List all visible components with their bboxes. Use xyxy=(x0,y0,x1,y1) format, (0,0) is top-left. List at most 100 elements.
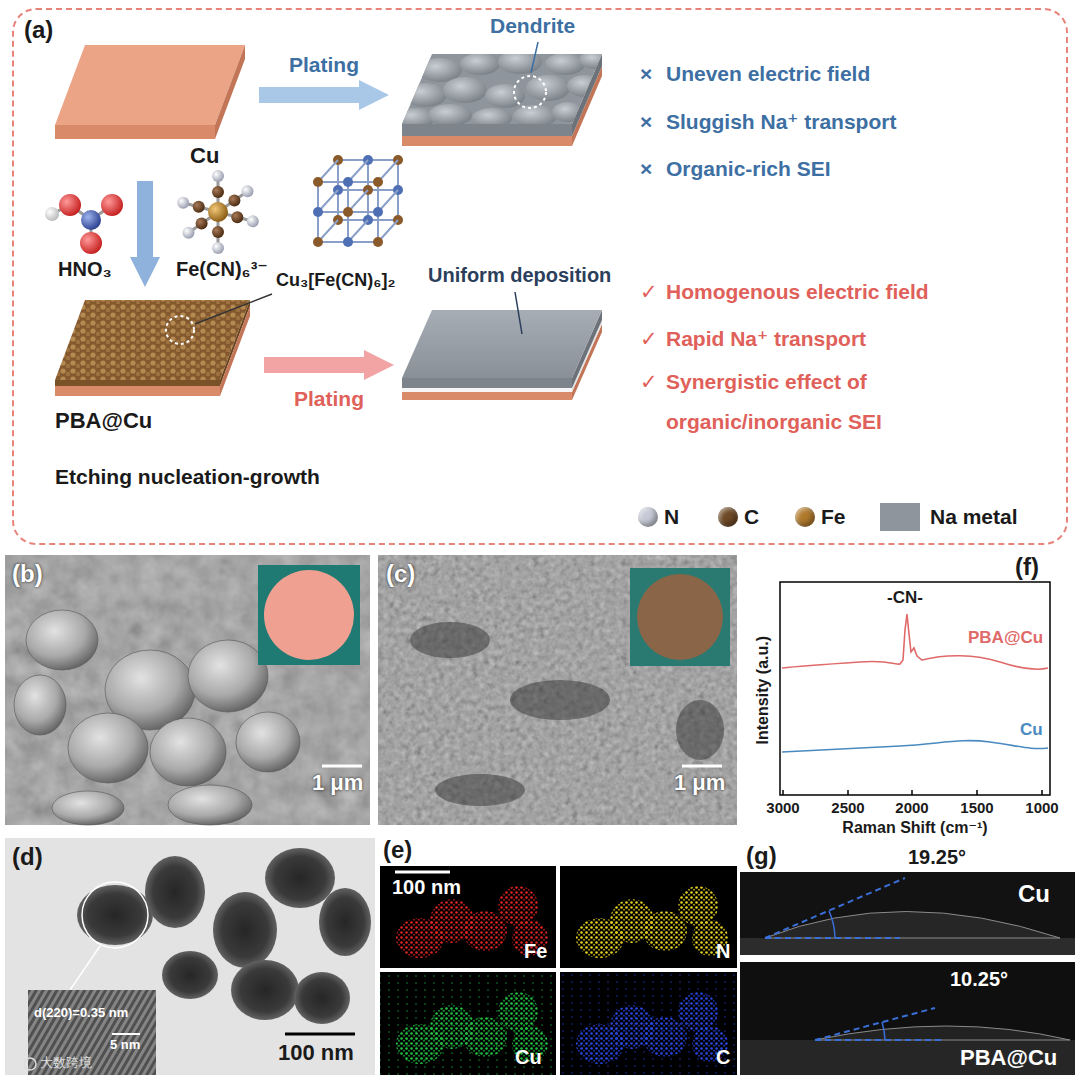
sem-image-cu xyxy=(52,791,124,825)
dendrite-foil-art xyxy=(472,108,512,128)
node-label: Dendrite xyxy=(490,14,575,38)
sodium-foil-art xyxy=(402,292,602,400)
panel-letter: (g) xyxy=(746,842,777,870)
dendrite-foil-art xyxy=(513,105,557,127)
ferricyanide-molecule xyxy=(212,186,224,198)
ferricyanide-molecule xyxy=(196,218,208,230)
eds-maps xyxy=(380,866,556,968)
axis-tick: 1500 xyxy=(960,799,993,816)
ferricyanide-molecule xyxy=(183,227,195,239)
ferricyanide-molecule xyxy=(212,226,224,238)
raman-chart xyxy=(783,790,1042,795)
sem-image-cu xyxy=(14,675,66,735)
contact-angle-images xyxy=(740,938,1075,955)
sem-image-pba xyxy=(510,680,610,720)
dendrite-foil-art xyxy=(443,77,487,103)
contact-angle-images xyxy=(765,937,900,939)
hno3-molecule xyxy=(80,232,102,254)
eds-maps xyxy=(560,972,737,1075)
sem-image-pba xyxy=(378,555,737,825)
legend-text: N xyxy=(664,505,679,529)
leader-line xyxy=(531,42,538,73)
cross-mark: × xyxy=(640,157,652,181)
pba-foil-art xyxy=(55,386,220,396)
pba-foil-art xyxy=(220,306,250,396)
panel-letter: (f) xyxy=(1015,553,1039,581)
sodium-foil-art xyxy=(402,378,572,388)
tem-image xyxy=(5,838,375,1075)
copper-foil: Cu xyxy=(48,36,253,176)
eds-maps xyxy=(396,992,548,1064)
metal-swatch xyxy=(880,503,920,531)
dendrite-foil-art xyxy=(428,104,472,126)
eds-maps xyxy=(380,866,737,1075)
pba-crystal xyxy=(313,177,383,247)
dendrite-foil-art xyxy=(567,75,603,97)
drawback-text: Uneven electric field xyxy=(666,62,870,86)
scale-bar xyxy=(682,765,722,768)
tem-image xyxy=(265,848,335,908)
hno3-molecule xyxy=(59,194,81,216)
sem-image-cu xyxy=(5,555,370,825)
copper-foil-art xyxy=(55,45,245,139)
contact-angle: 10.25° xyxy=(950,968,1008,991)
pba-crystal xyxy=(318,160,398,242)
panel-letter: (e) xyxy=(383,836,412,864)
dendrite-foil-art xyxy=(552,102,584,122)
scale-label: 1 μm xyxy=(674,770,725,795)
ferricyanide-molecule xyxy=(177,197,189,209)
ferricyanide-molecule xyxy=(212,170,224,182)
tem-image xyxy=(82,882,148,948)
element-label: Fe xyxy=(524,940,547,963)
sem-image-cu xyxy=(5,555,370,825)
tem-image xyxy=(162,951,218,999)
sample-label: Cu xyxy=(1018,880,1050,908)
sem-image-cu xyxy=(236,712,300,772)
contact-angle-images xyxy=(740,962,1075,1075)
sem-image-cu xyxy=(150,718,226,786)
element-label: C xyxy=(716,1046,730,1069)
process-arrow xyxy=(264,357,374,373)
hno3-molecule xyxy=(101,194,123,216)
sem-image-cu xyxy=(5,555,370,825)
dendrite-foil-art xyxy=(545,53,585,75)
sem-image-pba xyxy=(676,700,724,760)
scale-bar xyxy=(322,765,362,768)
chemical-formula: Fe(CN)₆³⁻ xyxy=(176,258,268,281)
process-arrow xyxy=(137,181,153,267)
scale-label: 100 nm xyxy=(392,876,461,899)
edge-label: Plating xyxy=(286,53,362,77)
sem-image-pba xyxy=(410,622,490,658)
raman-curve xyxy=(782,614,1048,669)
dendrite-foil-art xyxy=(526,75,570,101)
tem-image xyxy=(213,892,277,968)
dendrite-foil: Dendrite xyxy=(395,12,610,150)
dendrite-foil-art xyxy=(402,136,572,146)
dendrite-foil-art xyxy=(403,83,447,107)
ferricyanide-molecule xyxy=(212,242,224,254)
dendrite-foil-art xyxy=(514,76,546,108)
sem-image-cu xyxy=(26,610,98,670)
hno3-molecule xyxy=(45,194,123,254)
raman-chart xyxy=(780,582,1050,795)
legend-text: Na metal xyxy=(930,505,1018,529)
advantage-text: Homogenous electric field xyxy=(666,280,929,304)
drawback-text: Sluggish Na⁺ transport xyxy=(666,110,896,134)
pba-foil-art xyxy=(55,294,272,396)
sem-image-pba xyxy=(630,568,730,666)
tem-image xyxy=(231,960,299,1020)
sodium-foil-art xyxy=(402,310,602,378)
contact-angle: 19.25° xyxy=(908,846,966,869)
panel-letter: (b) xyxy=(12,560,43,588)
edge-label: Plating xyxy=(291,387,367,411)
chemical-formula: HNO₃ xyxy=(58,258,112,281)
copper-foil-art xyxy=(215,45,245,139)
series-label: Cu xyxy=(1020,720,1043,740)
sem-image-cu xyxy=(68,713,148,783)
dendrite-foil-art xyxy=(402,124,572,136)
scale-label: 1 μm xyxy=(312,770,363,795)
check-mark: ✓ xyxy=(640,280,658,304)
scale-bar xyxy=(395,871,450,874)
